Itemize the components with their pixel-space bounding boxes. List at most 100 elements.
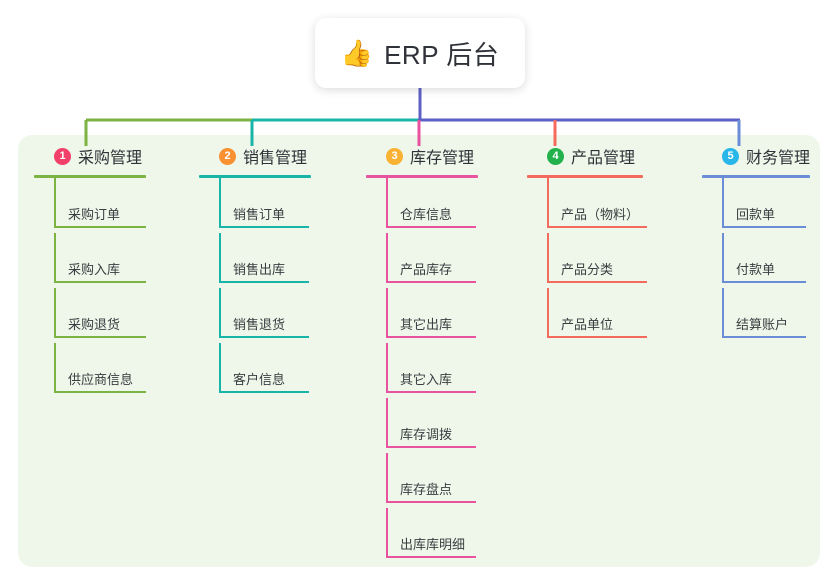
list-item[interactable]: 出库库明细 bbox=[366, 508, 478, 563]
thumbs-up-icon: 👍 bbox=[340, 38, 374, 68]
leaf-underline bbox=[386, 501, 476, 503]
leaf-connector bbox=[547, 233, 549, 283]
column-header-4[interactable]: 4 产品管理 bbox=[527, 143, 643, 169]
column-underline bbox=[527, 175, 643, 178]
leaf-connector bbox=[219, 343, 221, 393]
list-item[interactable]: 销售出库 bbox=[199, 233, 311, 288]
diagram-panel bbox=[18, 135, 820, 567]
list-item-label: 仓库信息 bbox=[400, 207, 453, 222]
leaf-connector bbox=[219, 233, 221, 283]
leaf-underline bbox=[54, 391, 146, 393]
leaf-underline bbox=[547, 281, 647, 283]
leaf-connector bbox=[722, 233, 724, 283]
leaf-underline bbox=[386, 391, 476, 393]
list-item[interactable]: 付款单 bbox=[702, 233, 810, 288]
leaf-connector bbox=[54, 178, 56, 228]
list-item-label: 库存盘点 bbox=[400, 482, 453, 497]
column-badge-icon: 4 bbox=[547, 147, 564, 165]
list-item[interactable]: 供应商信息 bbox=[34, 343, 146, 398]
leaf-connector bbox=[722, 178, 724, 228]
list-item[interactable]: 产品分类 bbox=[527, 233, 647, 288]
list-item-label: 其它出库 bbox=[400, 317, 453, 332]
list-item[interactable]: 客户信息 bbox=[199, 343, 311, 398]
list-item-label: 产品单位 bbox=[561, 317, 614, 332]
list-item[interactable]: 产品单位 bbox=[527, 288, 647, 343]
list-item-label: 付款单 bbox=[736, 262, 776, 277]
leaf-underline bbox=[386, 336, 476, 338]
column-underline bbox=[366, 175, 478, 178]
leaf-underline bbox=[219, 226, 309, 228]
list-item[interactable]: 产品（物料） bbox=[527, 178, 647, 233]
leaf-connector bbox=[54, 343, 56, 393]
list-item[interactable]: 回款单 bbox=[702, 178, 810, 233]
root-node-card[interactable]: 👍 ERP 后台 bbox=[315, 18, 525, 88]
list-item-label: 采购订单 bbox=[68, 207, 121, 222]
column-title: 产品管理 bbox=[571, 150, 636, 167]
list-item[interactable]: 采购入库 bbox=[34, 233, 146, 288]
leaf-underline bbox=[386, 446, 476, 448]
list-item-label: 结算账户 bbox=[736, 317, 789, 332]
leaf-connector bbox=[722, 288, 724, 338]
list-item[interactable]: 采购退货 bbox=[34, 288, 146, 343]
leaf-underline bbox=[386, 556, 476, 558]
list-item[interactable]: 库存盘点 bbox=[366, 453, 478, 508]
leaf-underline bbox=[722, 336, 806, 338]
list-item-label: 供应商信息 bbox=[68, 372, 134, 387]
leaf-underline bbox=[54, 281, 146, 283]
column-badge-icon: 2 bbox=[219, 147, 236, 165]
list-item[interactable]: 结算账户 bbox=[702, 288, 810, 343]
list-item[interactable]: 其它入库 bbox=[366, 343, 478, 398]
leaf-underline bbox=[722, 281, 806, 283]
column-header-3[interactable]: 3 库存管理 bbox=[366, 143, 478, 169]
list-item-label: 销售退货 bbox=[233, 317, 286, 332]
list-item[interactable]: 其它出库 bbox=[366, 288, 478, 343]
list-item[interactable]: 仓库信息 bbox=[366, 178, 478, 233]
leaf-connector bbox=[386, 288, 388, 338]
column-title: 库存管理 bbox=[410, 150, 475, 167]
leaf-connector bbox=[386, 453, 388, 503]
list-item-label: 回款单 bbox=[736, 207, 776, 222]
list-item[interactable]: 销售退货 bbox=[199, 288, 311, 343]
leaf-underline bbox=[386, 226, 476, 228]
leaf-underline bbox=[219, 391, 309, 393]
list-item[interactable]: 产品库存 bbox=[366, 233, 478, 288]
leaf-connector bbox=[386, 233, 388, 283]
column-badge-icon: 5 bbox=[722, 147, 739, 165]
list-item-label: 采购退货 bbox=[68, 317, 121, 332]
leaf-underline bbox=[54, 336, 146, 338]
leaf-connector bbox=[386, 178, 388, 228]
leaf-underline bbox=[547, 226, 647, 228]
column-title: 采购管理 bbox=[78, 150, 143, 167]
leaf-underline bbox=[722, 226, 806, 228]
leaf-connector bbox=[54, 288, 56, 338]
leaf-connector bbox=[547, 178, 549, 228]
list-item-label: 采购入库 bbox=[68, 262, 121, 277]
leaf-connector bbox=[547, 288, 549, 338]
leaf-underline bbox=[386, 281, 476, 283]
column-underline bbox=[199, 175, 311, 178]
leaf-underline bbox=[547, 336, 647, 338]
column-badge-icon: 3 bbox=[386, 147, 403, 165]
page-title: ERP 后台 bbox=[384, 39, 500, 70]
list-item[interactable]: 采购订单 bbox=[34, 178, 146, 233]
list-item-label: 出库库明细 bbox=[400, 537, 466, 552]
leaf-connector bbox=[54, 233, 56, 283]
list-item[interactable]: 销售订单 bbox=[199, 178, 311, 233]
list-item-label: 客户信息 bbox=[233, 372, 286, 387]
list-item-label: 产品（物料） bbox=[561, 207, 640, 222]
leaf-connector bbox=[386, 508, 388, 558]
leaf-underline bbox=[54, 226, 146, 228]
leaf-connector bbox=[386, 398, 388, 448]
leaf-connector bbox=[386, 343, 388, 393]
list-item-label: 其它入库 bbox=[400, 372, 453, 387]
column-4: 4 产品管理产品（物料） 产品分类产品单位 bbox=[527, 143, 647, 343]
leaf-connector bbox=[219, 288, 221, 338]
list-item[interactable]: 库存调拨 bbox=[366, 398, 478, 453]
